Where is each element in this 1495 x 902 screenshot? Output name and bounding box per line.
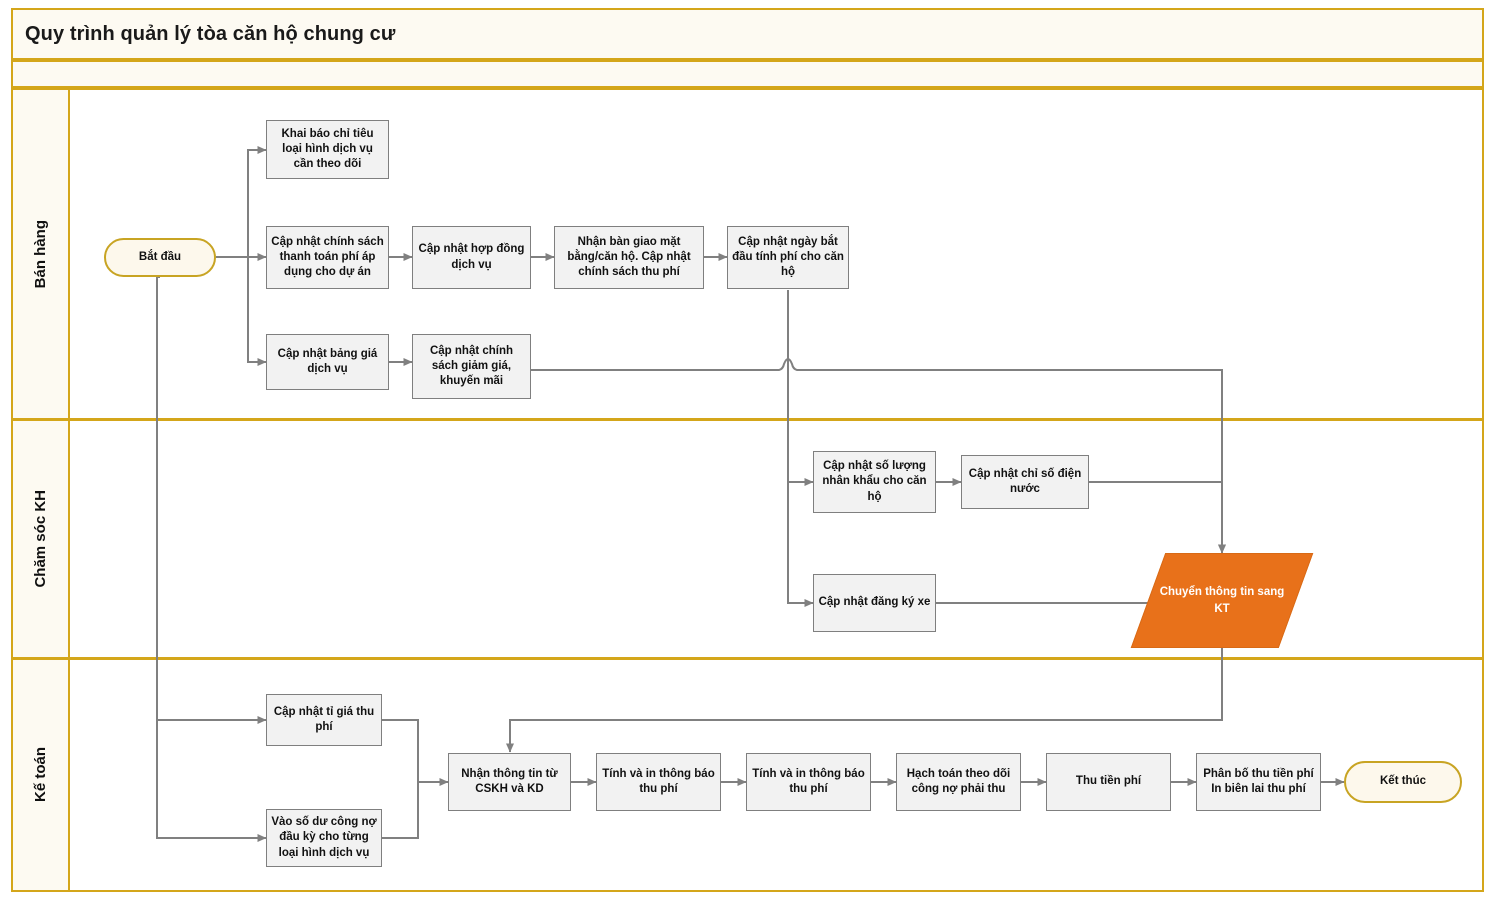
node-cap-nhat-ngay-bat-dau-tinh-phi[interactable]: Cập nhật ngày bắt đầu tính phí cho căn h… — [727, 226, 849, 289]
node-label: Cập nhật tỉ giá thu phí — [273, 705, 375, 733]
node-label: Cập nhật ngày bắt đầu tính phí cho căn h… — [732, 235, 844, 279]
lane-label-text: Chăm sóc KH — [32, 490, 49, 588]
node-label: Chuyển thông tin sang KT — [1159, 585, 1285, 615]
node-label: Cập nhật bảng giá dịch vụ — [277, 347, 378, 375]
node-label: Tính và in thông báo thu phí — [752, 767, 865, 795]
lane-label-ban-hang: Bán hàng — [13, 90, 70, 418]
node-label: Cập nhật số lượng nhân khẩu cho căn hộ — [822, 460, 927, 503]
node-label: Bắt đầu — [138, 250, 182, 263]
node-label: Phân bố thu tiền phí In biên lai thu phí — [1203, 767, 1314, 795]
node-cap-nhat-dang-ky-xe[interactable]: Cập nhật đăng ký xe — [813, 574, 936, 632]
lane-label-text: Bán hàng — [32, 219, 49, 289]
node-cap-nhat-chinh-sach-giam-gia[interactable]: Cập nhật chính sách giảm giá, khuyến mãi — [412, 334, 531, 399]
node-label: Tính và in thông báo thu phí — [602, 767, 715, 795]
node-nhan-thong-tin-cskh-kd[interactable]: Nhận thông tin từ CSKH và KD — [448, 753, 571, 811]
node-cap-nhat-chi-so-dien-nuoc[interactable]: Cập nhật chỉ số điện nước — [961, 455, 1089, 509]
node-khai-bao-chi-tieu[interactable]: Khai báo chỉ tiêu loại hình dịch vụ cần … — [266, 120, 389, 179]
node-label: Vào số dư công nợ đầu kỳ cho từng loại h… — [271, 816, 377, 859]
node-label: Cập nhật đăng ký xe — [818, 596, 931, 609]
node-label: Nhận thông tin từ CSKH và KD — [461, 767, 558, 795]
node-label: Cập nhật chỉ số điện nước — [968, 467, 1082, 495]
node-thu-tien-phi[interactable]: Thu tiền phí — [1046, 753, 1171, 811]
node-cap-nhat-so-luong-nhan-khau[interactable]: Cập nhật số lượng nhân khẩu cho căn hộ — [813, 451, 936, 513]
node-start[interactable]: Bắt đầu — [104, 238, 216, 277]
node-tinh-va-in-thong-bao-thu-phi-2[interactable]: Tính và in thông báo thu phí — [746, 753, 871, 811]
node-tinh-va-in-thong-bao-thu-phi-1[interactable]: Tính và in thông báo thu phí — [596, 753, 721, 811]
node-label: Cập nhật hợp đồng dịch vụ — [418, 243, 525, 271]
node-cap-nhat-ti-gia-thu-phi[interactable]: Cập nhật tỉ giá thu phí — [266, 694, 382, 746]
node-label: Hạch toán theo dõi công nợ phải thu — [906, 767, 1011, 795]
lane-label-cham-soc-kh: Chăm sóc KH — [13, 421, 70, 657]
page-title: Quy trình quản lý tòa căn hộ chung cư — [11, 8, 1484, 60]
node-cap-nhat-chinh-sach-thanh-toan[interactable]: Cập nhật chính sách thanh toán phí áp dụ… — [266, 226, 389, 289]
node-label: Khai báo chỉ tiêu loại hình dịch vụ cần … — [281, 127, 374, 171]
node-hach-toan-theo-doi-cong-no[interactable]: Hạch toán theo dõi công nợ phải thu — [896, 753, 1021, 811]
pool-subheader-band — [11, 60, 1484, 88]
node-nhan-ban-giao-mat-bang[interactable]: Nhận bàn giao mặt bằng/căn hộ. Cập nhật … — [554, 226, 704, 289]
node-label: Nhận bàn giao mặt bằng/căn hộ. Cập nhật … — [567, 235, 691, 279]
lane-label-ke-toan: Kế toán — [13, 660, 70, 890]
lane-label-text: Kế toán — [32, 747, 49, 803]
node-end[interactable]: Kết thúc — [1344, 761, 1462, 803]
node-vao-so-du-cong-no[interactable]: Vào số dư công nợ đầu kỳ cho từng loại h… — [266, 809, 382, 867]
node-cap-nhat-bang-gia-dich-vu[interactable]: Cập nhật bảng giá dịch vụ — [266, 334, 389, 390]
node-label: Cập nhật chính sách thanh toán phí áp dụ… — [271, 235, 384, 279]
node-label: Cập nhật chính sách giảm giá, khuyến mãi — [429, 344, 514, 388]
node-label: Kết thúc — [1380, 775, 1426, 788]
node-phan-bo-thu-tien-phi[interactable]: Phân bố thu tiền phí In biên lai thu phí — [1196, 753, 1321, 811]
node-label: Thu tiền phí — [1075, 775, 1142, 788]
node-chuyen-thong-tin-sang-kt[interactable]: Chuyển thông tin sang KT — [1130, 553, 1314, 648]
node-cap-nhat-hop-dong-dich-vu[interactable]: Cập nhật hợp đồng dịch vụ — [412, 226, 531, 289]
